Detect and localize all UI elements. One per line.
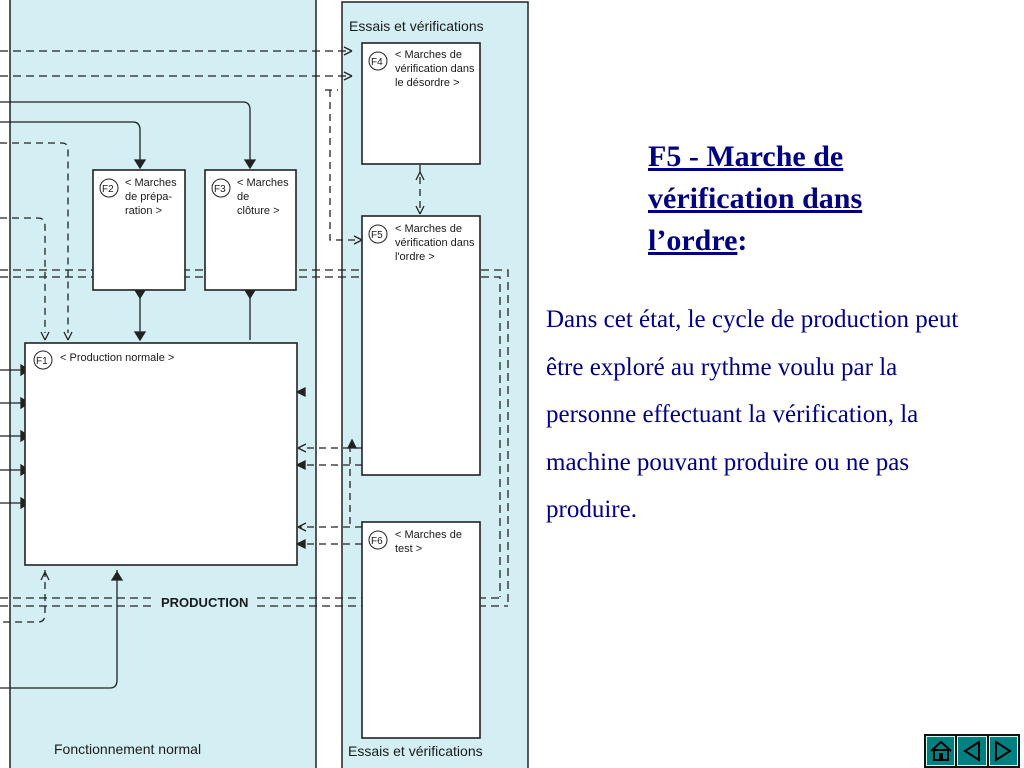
svg-text:< Marches: < Marches: [125, 177, 177, 189]
svg-text:F2: F2: [102, 184, 114, 195]
previous-button[interactable]: [957, 736, 987, 766]
step-f4: F4 < Marches de vérification dans le dés…: [361, 42, 481, 165]
test-panel-footer: Essais et vérifications: [348, 743, 483, 759]
normal-panel-label: Fonctionnement normal: [54, 741, 201, 757]
svg-text:F1: F1: [36, 356, 48, 367]
step-f3: F3 < Marches de clôture >: [204, 169, 297, 291]
svg-text:le désordre >: le désordre >: [395, 77, 460, 89]
production-label: PRODUCTION: [161, 595, 248, 610]
svg-text:F5: F5: [371, 230, 383, 241]
step-f1: F1 < Production normale >: [24, 342, 298, 566]
next-icon: [995, 740, 1013, 762]
test-panel-title: Essais et vérifications: [349, 18, 484, 34]
svg-text:F6: F6: [371, 536, 383, 547]
slide-title-text: F5 - Marche de vérification dans l’ordre: [648, 140, 863, 257]
svg-text:< Marches: < Marches: [237, 177, 289, 189]
svg-text:< Marches de: < Marches de: [395, 49, 462, 61]
previous-icon: [963, 740, 980, 762]
svg-text:de prépa-: de prépa-: [125, 191, 172, 203]
svg-text:l'ordre >: l'ordre >: [395, 251, 435, 263]
step-f6: F6 < Marches de test >: [361, 521, 481, 739]
home-button[interactable]: [926, 736, 956, 766]
slide-title: F5 - Marche de vérification dans l’ordre…: [648, 136, 948, 262]
svg-text:vérification dans: vérification dans: [395, 63, 475, 75]
slide-body: Dans cet état, le cycle de production pe…: [546, 306, 959, 523]
slide-navigation: [924, 734, 1020, 768]
step-f2: F2 < Marches de prépa- ration >: [92, 169, 186, 291]
svg-text:de: de: [237, 191, 249, 203]
slide-title-colon: :: [737, 224, 748, 257]
home-icon: [929, 740, 952, 761]
svg-text:< Production normale >: < Production normale >: [60, 352, 174, 364]
svg-text:test >: test >: [395, 543, 422, 555]
svg-text:ration >: ration >: [125, 205, 162, 217]
svg-text:vérification dans: vérification dans: [395, 237, 475, 249]
svg-text:F3: F3: [214, 184, 226, 195]
svg-text:clôture >: clôture >: [237, 205, 280, 217]
svg-text:< Marches de: < Marches de: [395, 223, 462, 235]
svg-text:< Marches de: < Marches de: [395, 529, 462, 541]
step-f5: F5 < Marches de vérification dans l'ordr…: [361, 215, 481, 476]
grafcet-diagram: Essais et vérifications Essais et vérifi…: [0, 0, 529, 768]
svg-text:F4: F4: [371, 57, 383, 68]
next-button[interactable]: [988, 736, 1018, 766]
